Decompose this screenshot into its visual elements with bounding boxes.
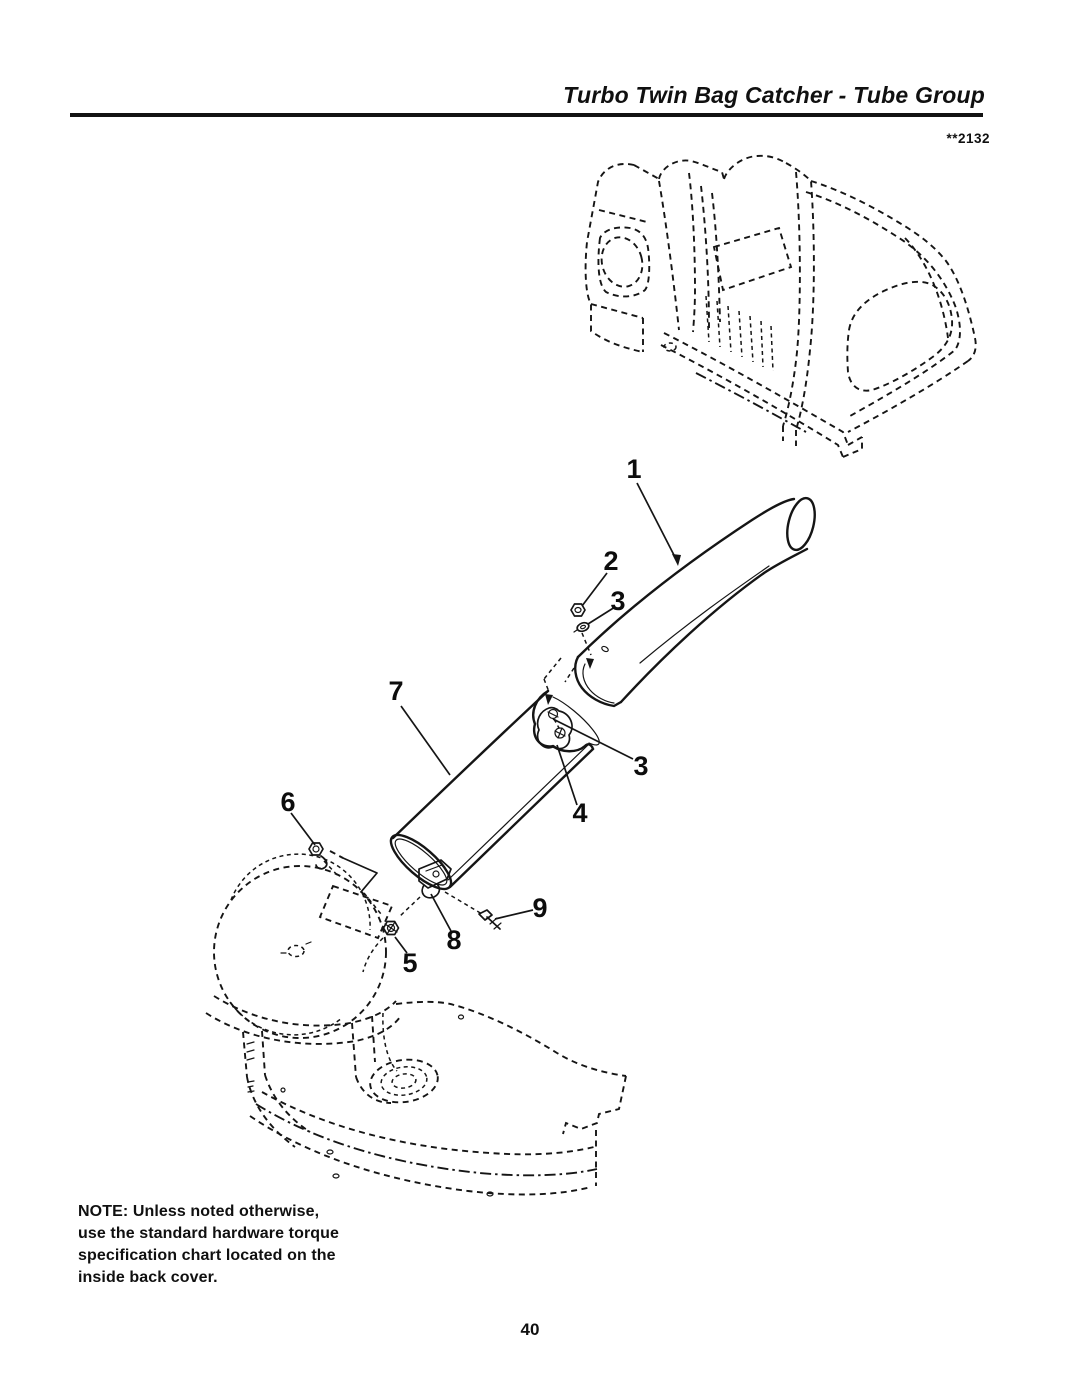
callout-label-3: 3 [610, 586, 625, 616]
grille-slats [705, 295, 774, 372]
upper-tube-drawing [574, 496, 816, 708]
callout-labels: 1 2 3 7 3 4 6 9 85 [280, 454, 648, 978]
callout-label-8: 8 [446, 925, 461, 955]
callout-label-3: 3 [633, 751, 648, 781]
hardware-icons [308, 603, 590, 936]
header-rule [70, 113, 983, 117]
callout-label-1: 1 [626, 454, 641, 484]
mounting-bracket [536, 706, 573, 750]
page-title: Turbo Twin Bag Catcher - Tube Group [563, 82, 985, 108]
figure-code: **2132 [946, 131, 990, 146]
bolt-item9-icon [478, 909, 502, 930]
callout-leader-lines [290, 482, 681, 954]
nut-item5-icon [382, 920, 400, 936]
nut-item3-icon [573, 621, 590, 633]
alignment-marks [543, 632, 594, 705]
callout-label-5: 5 [402, 948, 417, 978]
callout-label-4: 4 [572, 798, 587, 828]
mower-deck-drawing [205, 850, 627, 1197]
callout-label-7: 7 [388, 676, 403, 706]
callout-label-2: 2 [603, 546, 618, 576]
bag-catcher-drawing [584, 154, 977, 458]
nut-item2-icon [570, 603, 586, 617]
lower-tube-drawing [389, 689, 600, 891]
clamp-item8-icon [418, 859, 452, 899]
callout-label-6: 6 [280, 787, 295, 817]
hardware-dashed-leaders [323, 860, 483, 973]
torque-note: NOTE: Unless noted otherwise, use the st… [78, 1203, 340, 1286]
callout-label-9: 9 [532, 893, 547, 923]
page-number: 40 [520, 1320, 540, 1339]
